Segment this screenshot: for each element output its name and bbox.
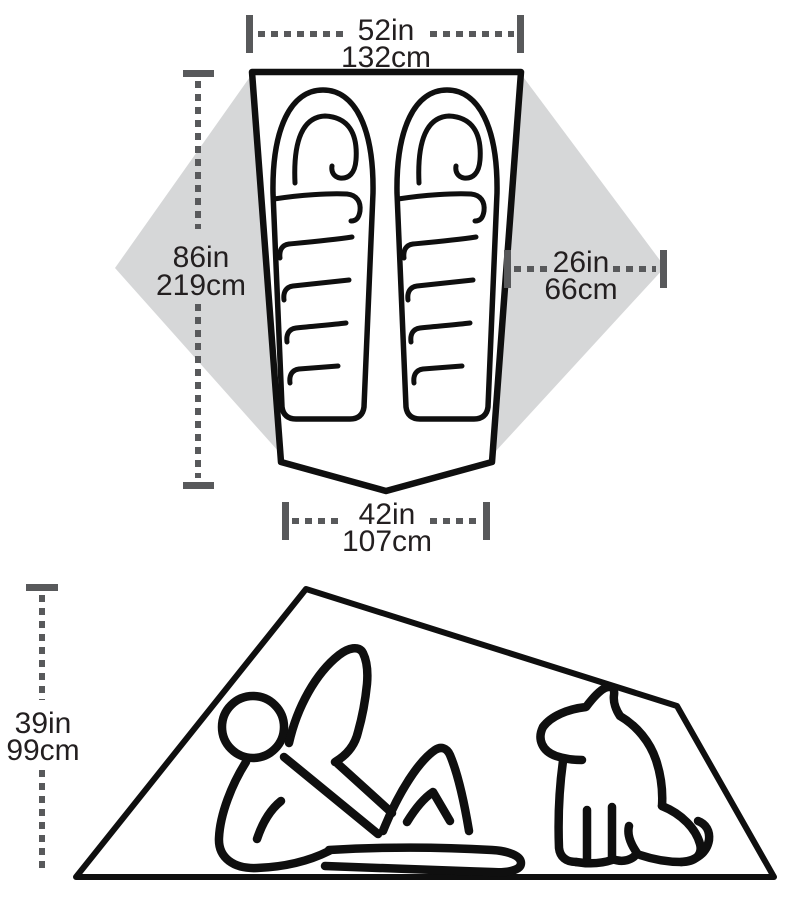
dimension-dashes [39, 31, 656, 874]
sleeping-bag-right [394, 87, 500, 422]
foot-width-label-in: 42in [359, 498, 416, 531]
right-vestibule-shape [495, 74, 665, 452]
camper-calf-line [402, 787, 455, 827]
sleeping-bag-right-collar [395, 191, 487, 224]
camper-bent-leg [378, 743, 474, 836]
camper-support-arm [214, 757, 334, 873]
sleeping-bag-left-hood [292, 113, 359, 186]
sleeping-bag-left-collar [271, 191, 363, 224]
head-width-label-cm: 132cm [341, 41, 431, 74]
camper-lower-leg [320, 843, 526, 877]
sleeping-bag-right-hood [416, 113, 483, 186]
head-width-label-in: 52in [358, 14, 415, 47]
camper-head [217, 691, 289, 763]
dog-chest-line [554, 756, 581, 867]
foot-width-dim-cap-right [483, 502, 490, 540]
camper-raised-arm [284, 644, 372, 767]
sleeping-bag-right-outline [394, 87, 500, 422]
sleeping-bag-left-outline [270, 87, 376, 422]
dog-tail [676, 816, 714, 867]
dog-figure [536, 682, 714, 868]
head-width-dim-cap-right [517, 15, 524, 53]
length-dim-cap-top [183, 70, 214, 77]
dimension-caps [26, 15, 667, 591]
height-label-cm: 99cm [6, 734, 79, 767]
height-dim-cap-top [26, 584, 58, 591]
length-label-in: 86in [173, 241, 230, 274]
camper-torso-line [279, 752, 383, 839]
head-width-dim-cap-left [246, 15, 253, 53]
foot-width-dim-cap-left [282, 502, 289, 540]
tent-side-profile-outline [73, 586, 777, 880]
tent-side-view [73, 586, 777, 880]
length-dim-cap-bottom [183, 482, 214, 489]
sleeping-bag-left [270, 87, 376, 422]
height-label-in: 39in [15, 707, 72, 740]
vestibule-dim-cap-right [660, 250, 667, 288]
vestibule-label-in: 26in [553, 246, 610, 279]
camper-chest-line [333, 759, 397, 818]
tent-floor-plan [248, 68, 525, 495]
vestibule-dim-cap-left [504, 250, 511, 288]
dog-head-ear-back-outline [538, 682, 667, 811]
dog-paw-line [571, 855, 617, 868]
dog-jaw-line [536, 722, 587, 765]
left-vestibule-shape [115, 74, 279, 452]
length-label-cm: 219cm [156, 269, 246, 302]
vestibule-label-cm: 66cm [544, 273, 617, 306]
foot-width-label-cm: 107cm [342, 525, 432, 558]
sleeping-bag-left-baffles [277, 234, 355, 386]
camper-elbow-line [252, 796, 286, 844]
sleeping-bag-right-baffles [401, 234, 479, 386]
camper-figure [214, 644, 526, 877]
dimension-labels: 52in 132cm 86in 219cm 26in 66cm 42in 107… [6, 14, 617, 767]
